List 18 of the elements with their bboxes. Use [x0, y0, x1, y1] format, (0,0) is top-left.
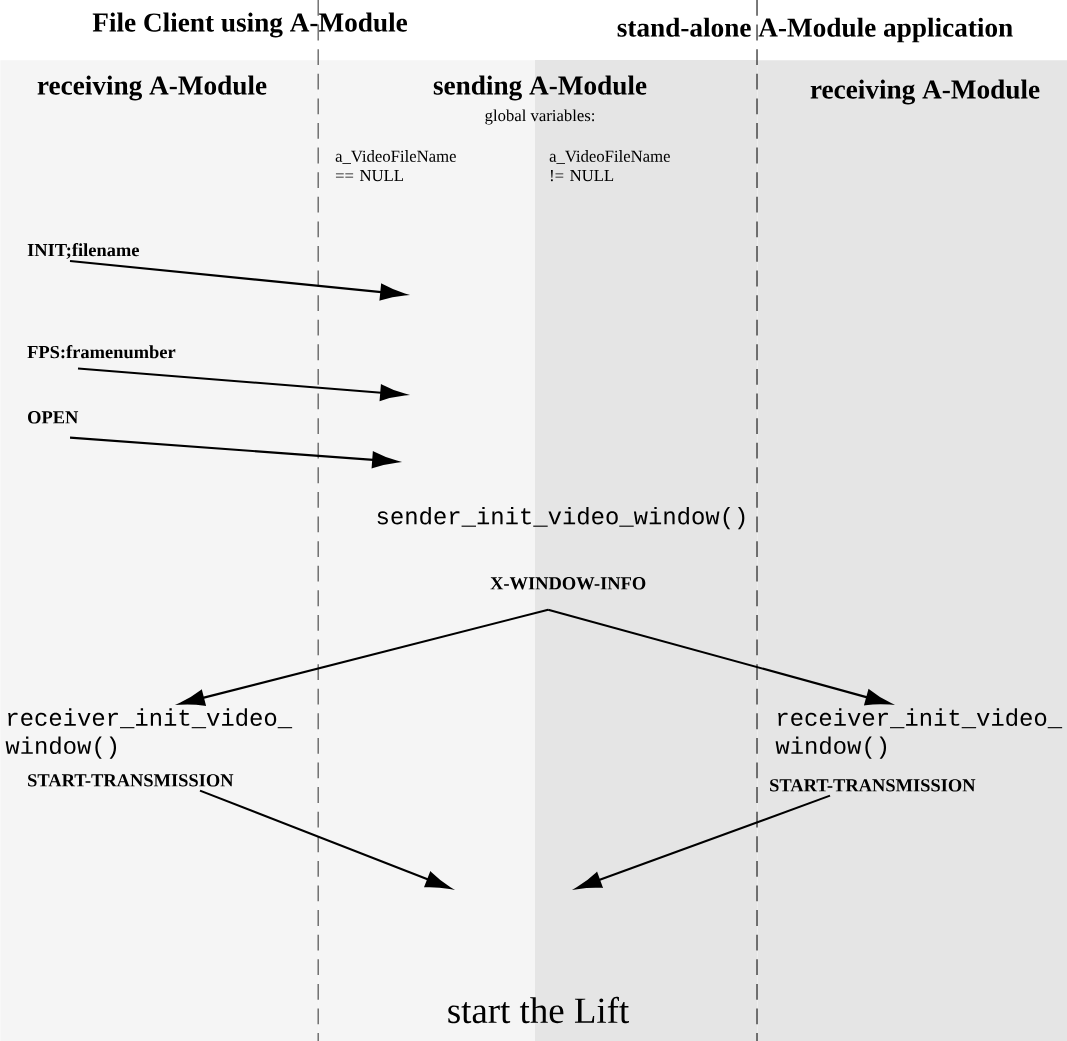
variable-condition: a_VideoFileName == NULL	[335, 150, 456, 182]
function-call: receiver_init_video_ window()	[5, 708, 293, 759]
message-label: INIT;filename	[27, 243, 139, 259]
caption-text: start the Lift	[448, 996, 629, 1024]
heading: stand-alone A-Module application	[617, 17, 1013, 43]
message-label: OPEN	[28, 411, 79, 424]
message-label: START-TRANSMISSION	[770, 779, 976, 792]
heading: File Client using A-Module	[92, 12, 408, 38]
node-label: receiving A-Module	[37, 75, 267, 101]
function-call: sender_init_video_window()	[377, 506, 745, 530]
function-call: receiver_init_video_ window()	[775, 708, 1063, 759]
node-label: sending A-Module	[433, 75, 647, 101]
message-label: FPS:framenumber	[27, 345, 176, 359]
node-label: receiving A-Module	[810, 79, 1040, 105]
message-label: X-WINDOW-INFO	[490, 577, 646, 590]
message-label: START-TRANSMISSION	[28, 774, 234, 787]
variable-condition: a_VideoFileName != NULL	[549, 150, 670, 182]
node-label: global variables:	[485, 109, 595, 125]
